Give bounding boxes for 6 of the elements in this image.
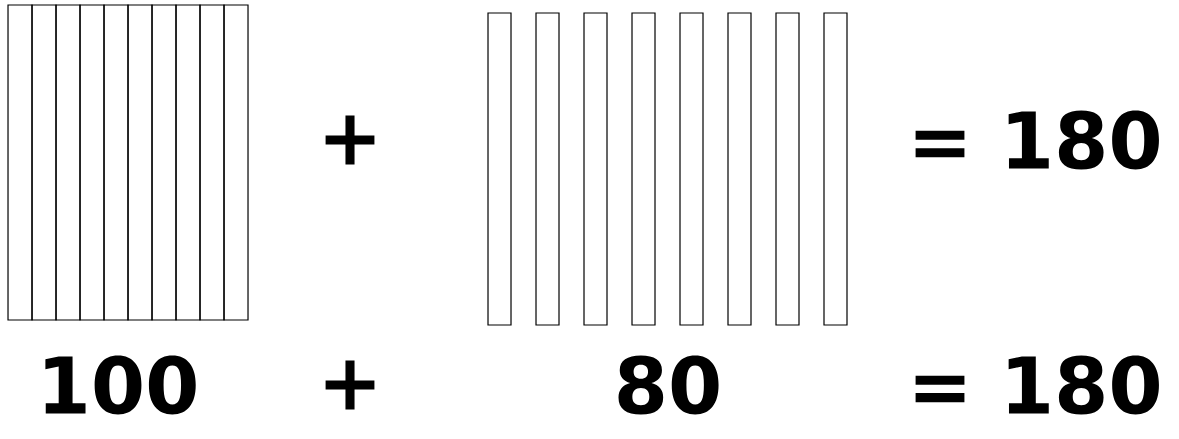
equation-result: = 180 xyxy=(915,355,1159,415)
plus-sign: + xyxy=(325,115,375,165)
equation-result: = 180 xyxy=(915,110,1159,170)
number: 100 xyxy=(45,355,196,415)
plus-sign: + xyxy=(325,360,375,410)
number: 80 xyxy=(618,355,719,415)
